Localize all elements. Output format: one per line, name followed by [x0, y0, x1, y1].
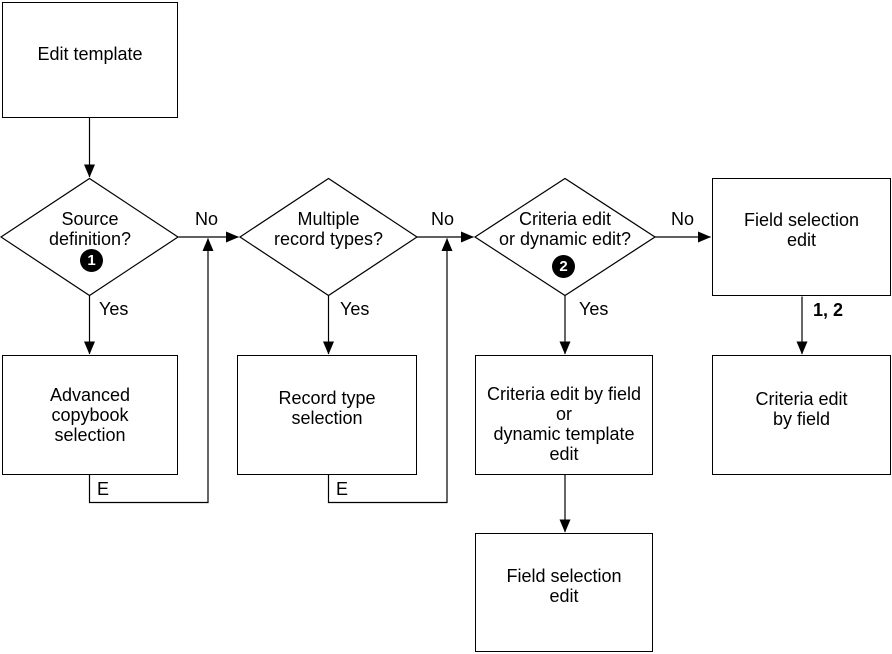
edge-label-criteria-or-dynamic-no: No: [671, 209, 695, 229]
node-field-selection-edit-top: Field selection edit: [712, 178, 891, 296]
edge-label-field-selection-to-criteria: 1, 2: [813, 300, 844, 320]
node-record-type-selection-label: Record type selection: [278, 388, 376, 428]
node-criteria-edit-by-field-or-dynamic-template-edit: Criteria edit by field or dynamic templa…: [475, 355, 653, 475]
decision-multiple-record-types-label: Multiple record types?: [273, 209, 384, 249]
edge-label-criteria-or-dynamic-yes: Yes: [579, 299, 609, 319]
node-criteria-edit-by-field-label: Criteria edit by field: [755, 389, 848, 429]
edge-advanced-copybook-exit-loop: [88, 238, 214, 504]
edge-label-source-definition-no: No: [195, 209, 219, 229]
node-edit-template-label: Edit template: [37, 44, 143, 64]
edge-label-record-type-exit: E: [336, 479, 349, 499]
edge-label-source-definition-yes: Yes: [99, 299, 129, 319]
footnote-badge-1: 1: [80, 249, 103, 272]
node-criteria-edit-by-field: Criteria edit by field: [712, 355, 891, 475]
node-criteria-edit-by-field-or-dynamic-template-edit-label: Criteria edit by field or dynamic templa…: [486, 384, 642, 464]
node-field-selection-edit-top-label: Field selection edit: [743, 210, 860, 250]
node-advanced-copybook-selection: Advanced copybook selection: [2, 355, 178, 475]
edge-label-multiple-record-types-no: No: [431, 209, 455, 229]
edge-label-multiple-record-types-yes: Yes: [340, 299, 370, 319]
edge-label-advanced-copybook-exit: E: [97, 479, 110, 499]
node-field-selection-edit-bottom-label: Field selection edit: [506, 565, 622, 606]
decision-criteria-or-dynamic-edit-label: Criteria edit or dynamic edit?: [498, 209, 632, 249]
decision-source-definition-label: Source definition?: [48, 209, 132, 249]
footnote-badge-2: 2: [552, 255, 575, 278]
node-edit-template: Edit template: [2, 2, 178, 118]
edge-record-type-exit-loop: [327, 238, 453, 504]
node-advanced-copybook-selection-label: Advanced copybook selection: [49, 385, 131, 445]
node-record-type-selection: Record type selection: [237, 355, 417, 475]
decision-source-definition: [0, 177, 180, 297]
node-field-selection-edit-bottom: Field selection edit: [475, 533, 653, 652]
